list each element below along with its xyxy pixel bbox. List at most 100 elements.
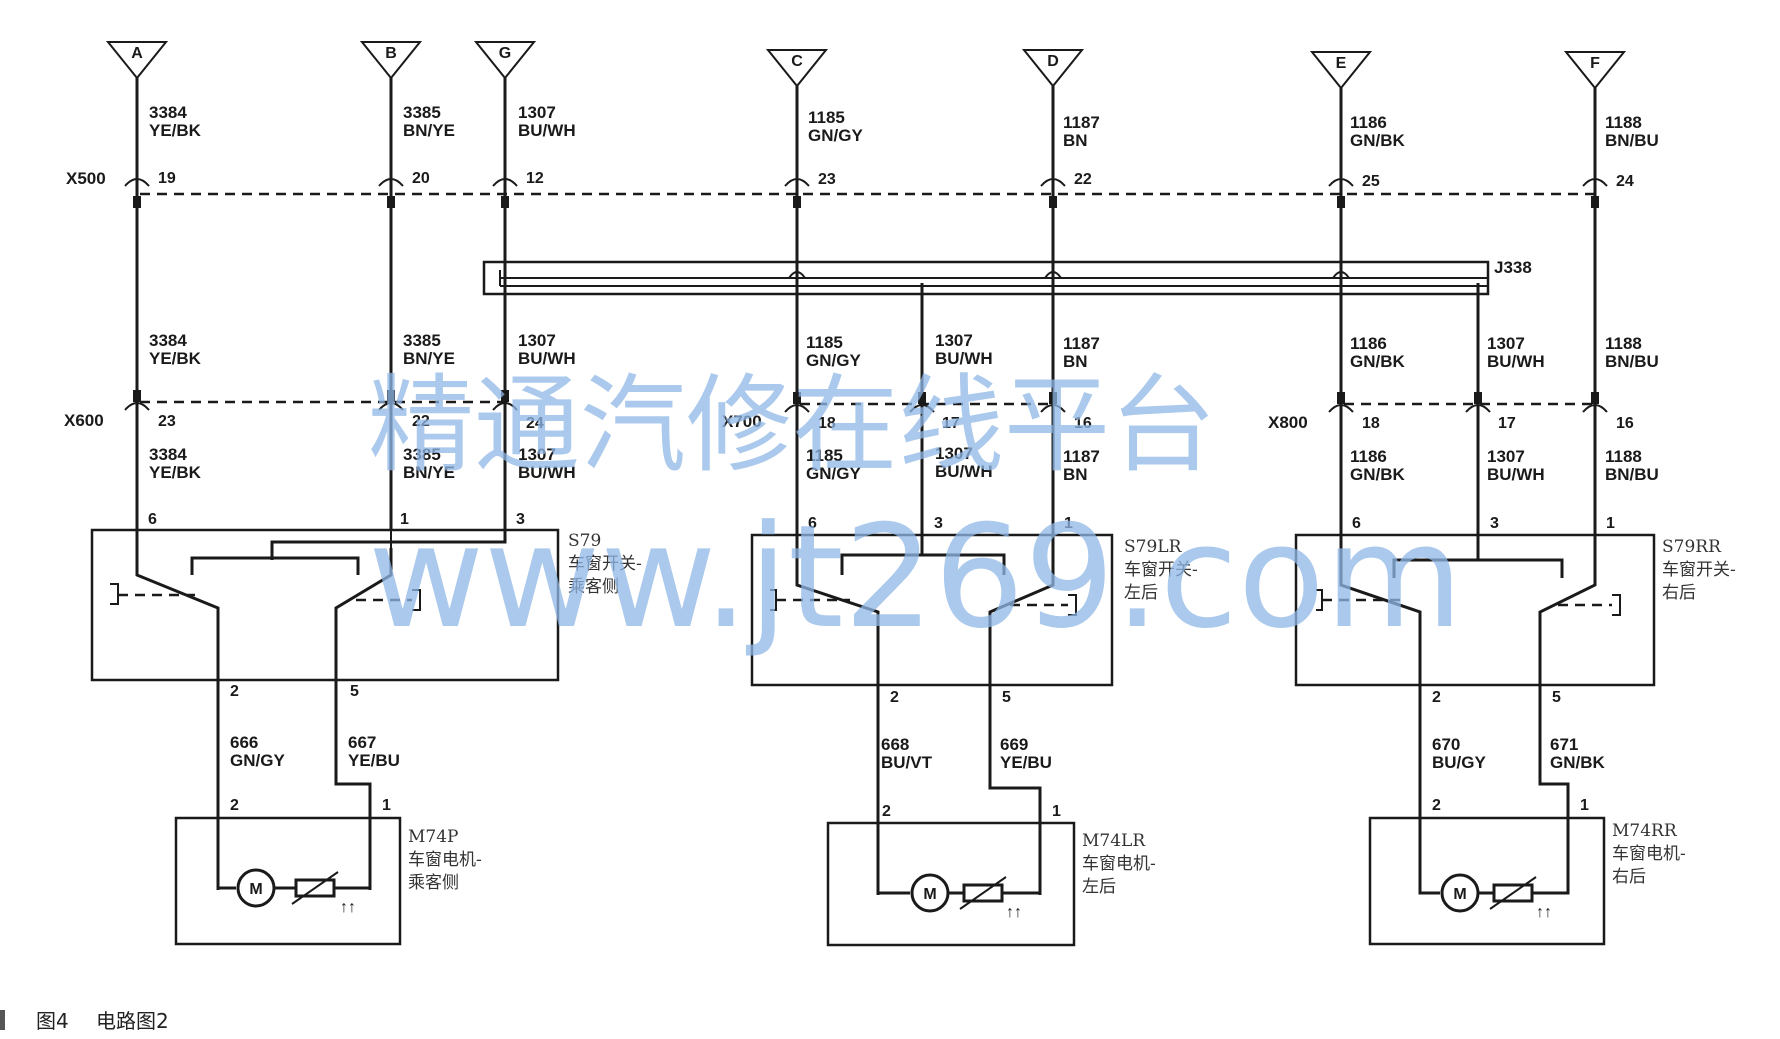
svg-text:1187: 1187 (1063, 334, 1100, 353)
svg-text:1307: 1307 (1487, 447, 1525, 466)
terminal-e: E (1309, 51, 1373, 90)
svg-text:BU/WH: BU/WH (1487, 352, 1545, 371)
svg-text:E: E (1336, 55, 1347, 72)
svg-text:5: 5 (1002, 689, 1011, 706)
svg-text:20: 20 (412, 170, 430, 187)
svg-text:X600: X600 (64, 411, 104, 430)
svg-text:1187: 1187 (1063, 447, 1100, 466)
mid-wire-labels: 3384 YE/BK 3385 BN/YE 1307 BU/WH 1185 GN… (149, 331, 1659, 371)
svg-text:BU/WH: BU/WH (518, 463, 576, 482)
svg-text:J338: J338 (1494, 258, 1532, 277)
svg-text:YE/BK: YE/BK (149, 463, 202, 482)
svg-text:22: 22 (412, 413, 430, 430)
svg-text:YE/BU: YE/BU (1000, 753, 1052, 772)
svg-text:12: 12 (526, 170, 544, 187)
svg-text:精通汽修在线平台: 精通汽修在线平台 (368, 364, 1216, 487)
svg-text:1307: 1307 (518, 331, 556, 350)
svg-text:3385: 3385 (403, 331, 441, 350)
svg-text:M: M (923, 886, 936, 903)
svg-text:B: B (385, 45, 397, 62)
svg-text:右后: 右后 (1612, 867, 1646, 887)
svg-text:左后: 左后 (1082, 877, 1116, 897)
svg-text:车窗开关-: 车窗开关- (568, 554, 642, 574)
svg-text:车窗电机-: 车窗电机- (408, 850, 482, 870)
svg-text:668: 668 (881, 735, 909, 754)
svg-text:S79: S79 (568, 531, 601, 551)
svg-text:M74RR: M74RR (1612, 821, 1678, 841)
svg-text:6: 6 (148, 511, 157, 528)
svg-text:1: 1 (1052, 803, 1061, 820)
top-wire-labels: 3384 YE/BK 3385 BN/YE 1307 BU/WH 1185 GN… (149, 103, 1659, 150)
svg-text:3: 3 (516, 511, 525, 528)
svg-text:669: 669 (1000, 735, 1028, 754)
x600-x700-x800-connectors: X600 X700 X800 23 22 24 18 17 16 18 17 1… (64, 390, 1634, 432)
svg-text:1186: 1186 (1350, 334, 1387, 353)
svg-text:GN/BK: GN/BK (1350, 352, 1406, 371)
svg-text:1185: 1185 (806, 446, 843, 465)
svg-text:3384: 3384 (149, 331, 187, 350)
svg-text:1187: 1187 (1063, 113, 1100, 132)
svg-text:2: 2 (230, 683, 239, 700)
svg-text:1186: 1186 (1350, 113, 1387, 132)
motor-m74lr: 2 1 M ↑↑ M74LR 车窗电机- 左后 (826, 803, 1156, 947)
svg-text:1: 1 (400, 511, 409, 528)
svg-text:1307: 1307 (518, 445, 556, 464)
svg-text:M: M (1453, 886, 1466, 903)
svg-text:667: 667 (348, 733, 376, 752)
svg-text:GN/GY: GN/GY (230, 751, 285, 770)
svg-text:670: 670 (1432, 735, 1460, 754)
svg-text:1307: 1307 (935, 444, 973, 463)
svg-text:671: 671 (1550, 735, 1578, 754)
switch-s79: 6 1 3 S79 车窗开关- 乘客侧 2 5 (90, 511, 642, 700)
svg-text:GN/BK: GN/BK (1350, 131, 1406, 150)
svg-text:19: 19 (158, 170, 176, 187)
svg-text:BU/WH: BU/WH (935, 462, 993, 481)
svg-text:3384: 3384 (149, 103, 187, 122)
svg-text:3385: 3385 (403, 103, 441, 122)
svg-text:BU/WH: BU/WH (518, 349, 576, 368)
svg-text:2: 2 (890, 689, 899, 706)
svg-text:1307: 1307 (1487, 334, 1525, 353)
svg-text:16: 16 (1616, 415, 1634, 432)
svg-text:BN: BN (1063, 465, 1088, 484)
svg-text:1188: 1188 (1605, 334, 1642, 353)
svg-text:车窗电机-: 车窗电机- (1612, 844, 1686, 864)
svg-text:图4: 图4 (36, 1009, 69, 1033)
svg-text:BU/VT: BU/VT (881, 753, 933, 772)
svg-text:F: F (1590, 55, 1600, 72)
svg-text:1307: 1307 (935, 331, 973, 350)
svg-text:18: 18 (818, 415, 836, 432)
svg-text:乘客侧: 乘客侧 (568, 577, 619, 597)
svg-text:5: 5 (350, 683, 359, 700)
svg-text:1185: 1185 (808, 108, 845, 127)
svg-text:1: 1 (1580, 797, 1589, 814)
svg-text:S79LR: S79LR (1124, 537, 1183, 557)
switch-s79lr: 6 3 1 S79LR 车窗开关- 左后 2 5 (750, 515, 1198, 706)
svg-text:A: A (131, 45, 143, 62)
svg-text:S79RR: S79RR (1662, 537, 1722, 557)
svg-text:BU/WH: BU/WH (518, 121, 576, 140)
svg-text:M: M (249, 881, 262, 898)
svg-text:左后: 左后 (1124, 583, 1158, 603)
svg-text:X500: X500 (66, 169, 106, 188)
svg-text:乘客侧: 乘客侧 (408, 873, 459, 893)
figure-caption: 图4 电路图2 (0, 1009, 169, 1033)
vertical-wires (135, 78, 1597, 535)
svg-text:2: 2 (1432, 689, 1441, 706)
svg-text:BU/WH: BU/WH (1487, 465, 1545, 484)
terminal-c: C (765, 49, 829, 88)
svg-text:1307: 1307 (518, 103, 556, 122)
svg-text:1: 1 (1064, 515, 1073, 532)
svg-text:X800: X800 (1268, 413, 1308, 432)
terminal-f: F (1563, 51, 1627, 90)
arrow-icon: ↑↑ (1006, 904, 1022, 921)
svg-text:车窗开关-: 车窗开关- (1662, 560, 1736, 580)
svg-text:YE/BU: YE/BU (348, 751, 400, 770)
svg-text:17: 17 (942, 415, 960, 432)
svg-text:17: 17 (1498, 415, 1516, 432)
svg-text:1188: 1188 (1605, 447, 1642, 466)
svg-text:M74LR: M74LR (1082, 831, 1146, 851)
svg-text:BU/WH: BU/WH (935, 349, 993, 368)
svg-text:3385: 3385 (403, 445, 441, 464)
svg-text:BN/BU: BN/BU (1605, 465, 1659, 484)
